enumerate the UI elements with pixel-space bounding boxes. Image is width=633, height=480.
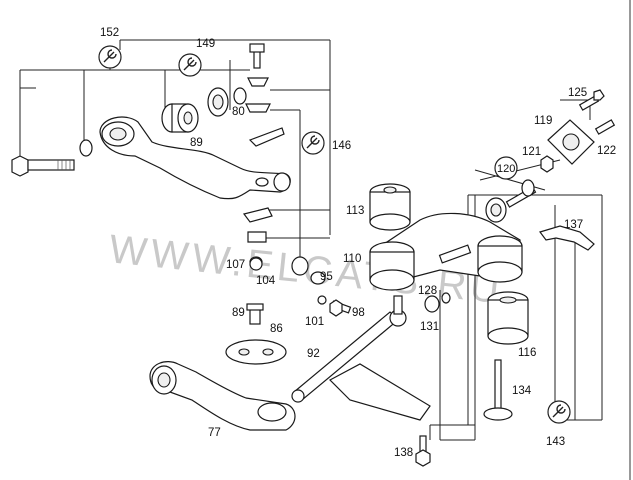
label-125: 125 (568, 87, 587, 99)
label-119: 119 (534, 115, 552, 127)
label-134: 134 (512, 385, 532, 397)
wrench-icon-152 (98, 45, 122, 69)
rubber-mount-113-part (369, 183, 411, 231)
label-138: 138 (394, 447, 413, 459)
label-80: 80 (232, 106, 245, 118)
label-89-lower: 89 (232, 307, 245, 319)
label-131: 131 (420, 321, 439, 333)
label-95: 95 (320, 271, 333, 283)
label-121: 121 (522, 146, 541, 158)
washer-part (79, 139, 93, 157)
strut-rod-92-part (291, 295, 407, 403)
label-110: 110 (343, 253, 361, 265)
label-120: 120 (497, 163, 515, 175)
washer-128-part (424, 292, 451, 313)
label-143: 143 (546, 436, 565, 448)
stud-134-part (483, 359, 513, 421)
bracket-137-part (539, 225, 595, 251)
nut-121-part (540, 155, 554, 173)
bushing-149-part (161, 87, 229, 133)
label-107: 107 (226, 259, 245, 271)
lower-plate-part (329, 363, 431, 421)
label-77: 77 (208, 427, 221, 439)
nut-107-part (249, 257, 263, 271)
bolt-138-part (415, 435, 431, 467)
label-101: 101 (305, 316, 324, 328)
label-152: 152 (100, 27, 119, 39)
washer-104-part (291, 256, 327, 305)
label-128: 128 (418, 285, 437, 297)
label-149: 149 (196, 38, 215, 50)
mount-plate-119-part (547, 119, 595, 165)
wrench-icon-149 (178, 53, 202, 77)
bolt-89-lower-part (246, 303, 264, 325)
label-86: 86 (270, 323, 283, 335)
bolt-122-part (594, 119, 616, 135)
mount-plate-86-part (225, 339, 287, 365)
bushing-116-part (487, 291, 529, 345)
label-146: 146 (332, 140, 351, 152)
label-113: 113 (346, 205, 364, 217)
label-98: 98 (352, 307, 365, 319)
label-122: 122 (597, 145, 616, 157)
label-137: 137 (564, 219, 583, 231)
bolt-125-part (578, 89, 605, 111)
label-89-upper: 89 (190, 137, 203, 149)
long-bolt-part (11, 155, 75, 177)
cap-80-part (233, 43, 271, 113)
bushing-120-part (485, 179, 537, 223)
subframe-110-part (369, 212, 523, 291)
label-104: 104 (256, 275, 276, 287)
bolt-98-part (329, 299, 352, 317)
upper-control-arm-part (99, 116, 291, 200)
circled-label-120 (494, 156, 518, 180)
part-labels: 152 149 80 89 146 113 110 107 104 95 101… (100, 27, 616, 459)
wrench-icon-146 (301, 131, 325, 155)
lower-control-arm-77-part (149, 361, 296, 431)
label-92: 92 (307, 348, 320, 360)
label-116: 116 (518, 347, 536, 359)
wrench-icon-143 (547, 400, 571, 424)
